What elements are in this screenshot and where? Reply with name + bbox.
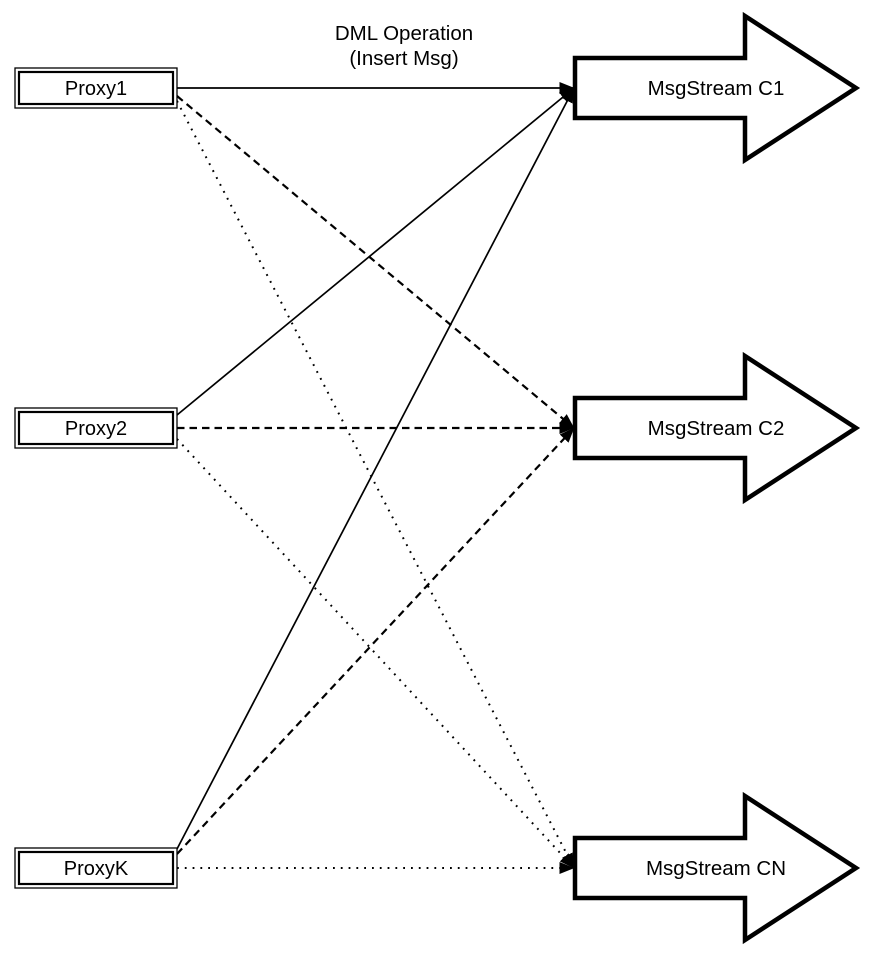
connector-proxy2-to-cn xyxy=(176,438,575,869)
connector-proxyk-to-c1 xyxy=(176,87,575,850)
proxy2-label: Proxy2 xyxy=(65,418,127,440)
node-proxy1: Proxy1 xyxy=(14,67,178,109)
node-msgstream-c2: MsgStream C2 xyxy=(572,351,861,505)
node-proxyk: ProxyK xyxy=(14,847,178,889)
connector-proxy1-to-c2 xyxy=(176,95,575,429)
node-msgstream-cn: MsgStream CN xyxy=(572,791,861,945)
msgstream-cn-label: MsgStream CN xyxy=(646,857,786,880)
proxy1-box-inner xyxy=(17,70,175,106)
proxy1-box xyxy=(14,67,178,109)
proxy2-box-inner xyxy=(17,410,175,446)
node-msgstream-c1: MsgStream C1 xyxy=(572,11,861,165)
msgstream-c1-arrow-shape xyxy=(572,11,861,165)
connector-proxy2-to-c1 xyxy=(176,87,575,416)
connector-proxy1-to-cn xyxy=(176,100,575,869)
msgstream-c1-label: MsgStream C1 xyxy=(648,77,785,100)
proxyk-label: ProxyK xyxy=(64,858,129,880)
connector-proxyk-to-c2 xyxy=(176,427,575,855)
proxy2-box xyxy=(14,407,178,449)
edge-label-line1: DML Operation xyxy=(335,22,473,45)
msgstream-c2-arrow-shape xyxy=(572,351,861,505)
proxyk-box xyxy=(14,847,178,889)
msgstream-cn-arrow-shape xyxy=(572,791,861,945)
proxyk-box-inner xyxy=(17,850,175,886)
proxy1-label: Proxy1 xyxy=(65,78,127,100)
msgstream-c2-label: MsgStream C2 xyxy=(648,417,785,440)
edge-label-line2: (Insert Msg) xyxy=(349,47,458,70)
node-proxy2: Proxy2 xyxy=(14,407,178,449)
